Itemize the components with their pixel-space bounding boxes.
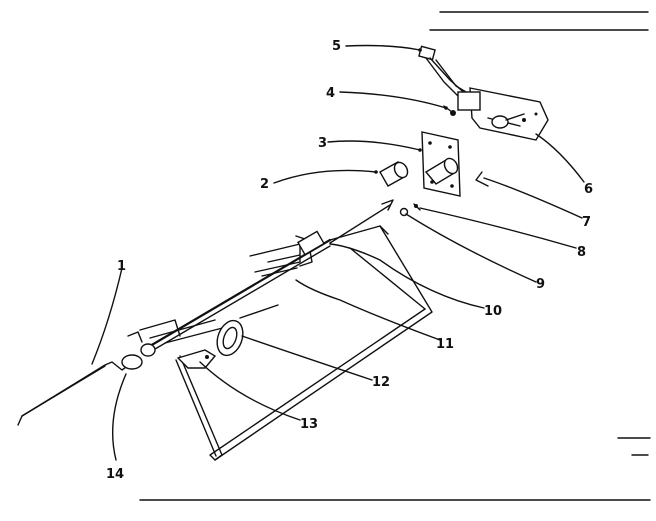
part-1-handle-rod — [17, 361, 134, 426]
page-rules — [139, 11, 651, 501]
callout-12: 12 — [372, 375, 390, 390]
callout-7: 7 — [582, 215, 591, 230]
part-7-clip — [475, 171, 489, 187]
support-frame — [175, 225, 433, 461]
spit-rod-assembly — [139, 199, 394, 353]
part-6-motor — [457, 87, 549, 141]
callout-8: 8 — [577, 245, 586, 260]
part-13-bracket — [176, 349, 217, 369]
part-8-small-screw — [413, 203, 421, 211]
part-2-cylinder — [379, 161, 409, 187]
part-5-cord-plug — [418, 45, 477, 101]
part-3-mounting-plate — [421, 131, 461, 197]
callout-2: 2 — [260, 177, 269, 192]
leader-lines — [91, 44, 585, 461]
callout-6: 6 — [584, 182, 593, 197]
callout-9: 9 — [536, 277, 545, 292]
callout-5: 5 — [332, 39, 341, 54]
part-12-collar — [216, 319, 244, 357]
callout-14: 14 — [106, 467, 124, 482]
callout-11: 11 — [436, 337, 454, 352]
callout-1: 1 — [117, 259, 126, 274]
callout-4: 4 — [326, 86, 335, 101]
callouts: 1 2 3 4 5 6 7 8 9 10 11 12 13 14 — [106, 39, 593, 482]
callout-13: 13 — [300, 417, 318, 432]
callout-3: 3 — [318, 136, 327, 151]
part-14-handle-knob — [121, 331, 156, 370]
callout-10: 10 — [484, 304, 502, 319]
